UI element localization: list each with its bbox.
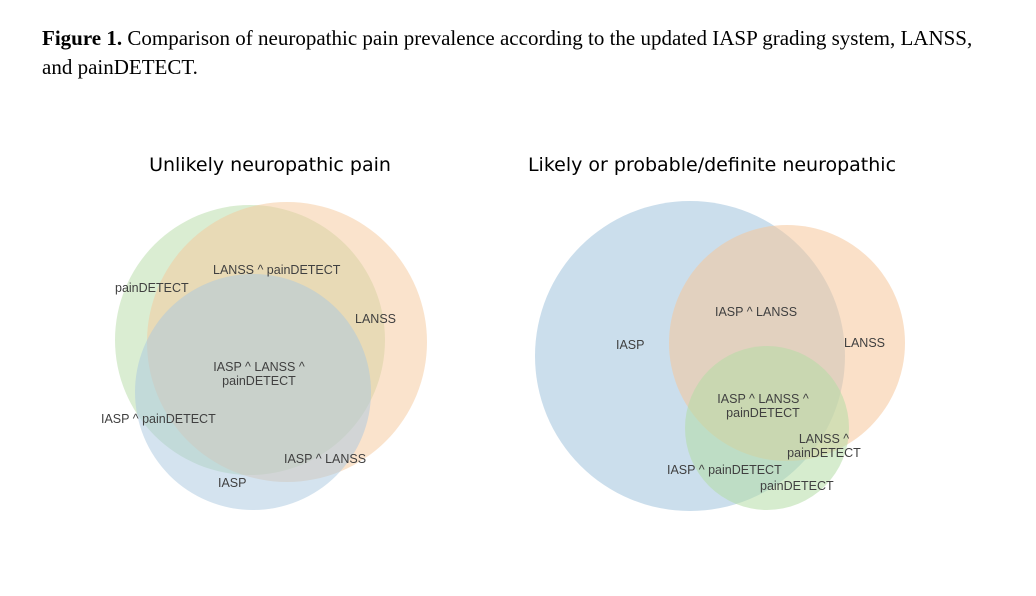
region-label-lanss-paindetect-line-1: LANSS ^: [799, 432, 849, 446]
region-label-all-three-line-1: IASP ^ LANSS ^: [213, 360, 305, 374]
region-label-lanss-paindetect-line-2: painDETECT: [787, 446, 861, 460]
region-label-lanss-paindetect: LANSS ^ painDETECT: [213, 263, 341, 277]
set-label-lanss: LANSS: [844, 336, 885, 350]
figure-caption-text: Comparison of neuropathic pain prevalenc…: [42, 26, 973, 79]
set-label-lanss: LANSS: [355, 312, 396, 326]
region-label-all-three-line-1: IASP ^ LANSS ^: [717, 392, 809, 406]
set-circle-paindetect: [685, 346, 849, 510]
region-label-iasp-paindetect: IASP ^ painDETECT: [101, 412, 216, 426]
region-label-iasp-paindetect: IASP ^ painDETECT: [667, 463, 782, 477]
region-label-all-three-line-2: painDETECT: [726, 406, 800, 420]
set-label-iasp: IASP: [218, 476, 247, 490]
panel-title-unlikely: Unlikely neuropathic pain: [149, 154, 391, 176]
region-label-iasp-lanss: IASP ^ LANSS: [284, 452, 366, 466]
region-label-all-three-line-2: painDETECT: [222, 374, 296, 388]
figure-label: Figure 1.: [42, 26, 123, 50]
panel-title-likely: Likely or probable/definite neuropathic: [528, 154, 896, 176]
venn-panel-unlikely: Unlikely neuropathic pain painDETECT LAN…: [101, 154, 427, 510]
set-label-iasp: IASP: [616, 338, 645, 352]
set-circle-iasp: [135, 274, 371, 510]
region-label-iasp-lanss: IASP ^ LANSS: [715, 305, 797, 319]
figure-caption: Figure 1. Comparison of neuropathic pain…: [42, 24, 992, 82]
venn-panel-likely: Likely or probable/definite neuropathic …: [528, 154, 905, 511]
set-label-paindetect: painDETECT: [115, 281, 189, 295]
set-label-paindetect: painDETECT: [760, 479, 834, 493]
